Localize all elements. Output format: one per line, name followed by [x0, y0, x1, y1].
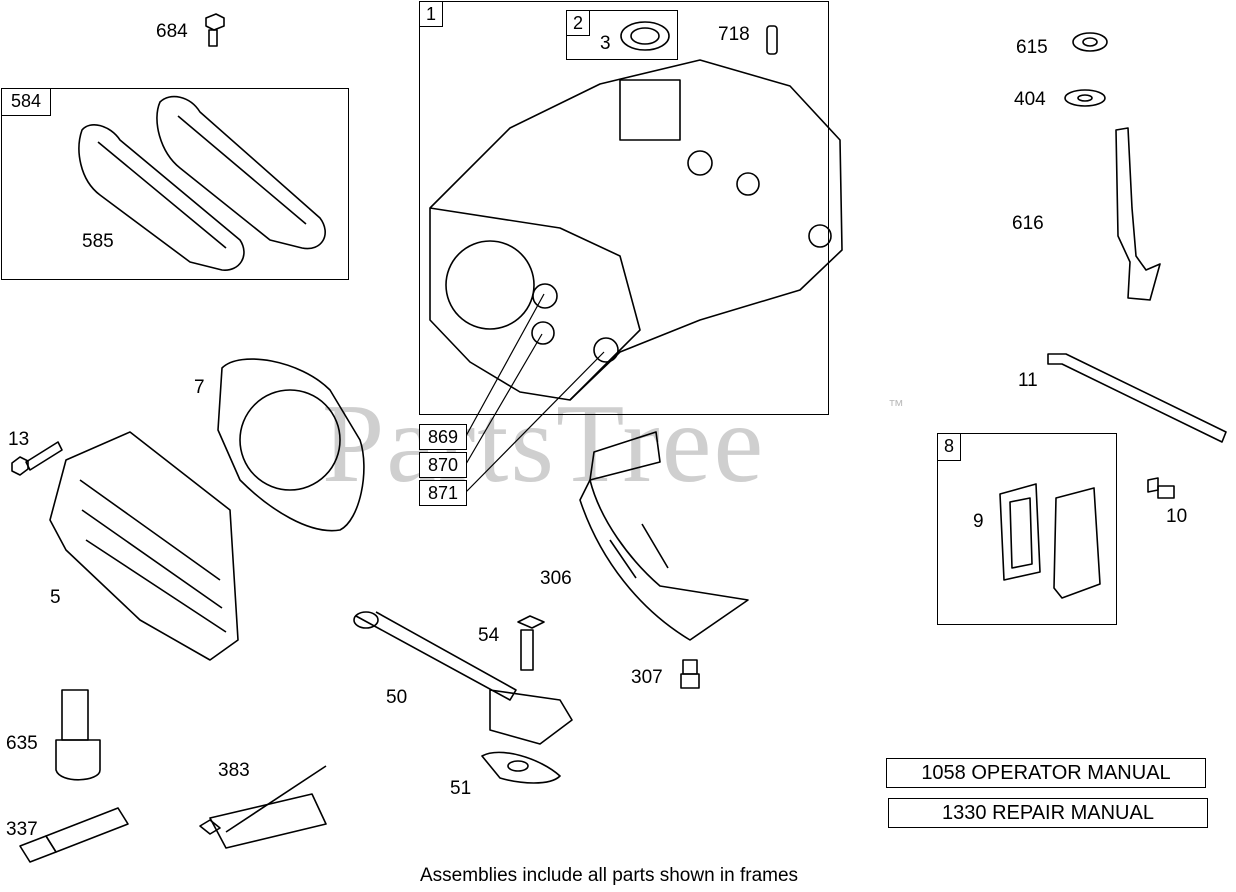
callout-870[interactable]: 870 — [419, 452, 467, 478]
callout-718[interactable]: 718 — [718, 24, 750, 45]
part-383-wrench — [199, 765, 327, 849]
callout-615[interactable]: 615 — [1016, 37, 1048, 58]
frame-gasket-set-id[interactable]: 584 — [1, 88, 51, 116]
callout-7[interactable]: 7 — [194, 377, 205, 398]
callout-635[interactable]: 635 — [6, 733, 38, 754]
callout-51[interactable]: 51 — [450, 778, 472, 799]
part-13-bolt — [11, 441, 63, 476]
part-684-bolt — [205, 13, 225, 47]
callout-585[interactable]: 585 — [82, 231, 114, 252]
watermark-brand: PartsTree — [322, 382, 766, 506]
part-9-gasket — [999, 483, 1041, 581]
callout-50[interactable]: 50 — [386, 687, 408, 708]
frame-gasket-set — [1, 88, 349, 280]
part-337-spark-plug — [19, 807, 129, 863]
callout-3[interactable]: 3 — [600, 33, 611, 54]
repair-manual-box[interactable]: 1330 REPAIR MANUAL — [888, 798, 1208, 828]
callout-616[interactable]: 616 — [1012, 213, 1044, 234]
callout-337[interactable]: 337 — [6, 819, 38, 840]
callout-54[interactable]: 54 — [478, 625, 500, 646]
frame-seal-id[interactable]: 2 — [566, 10, 590, 36]
callout-10[interactable]: 10 — [1166, 506, 1188, 527]
callout-404[interactable]: 404 — [1014, 89, 1046, 110]
part-1-crankcase — [429, 59, 843, 401]
callout-869[interactable]: 869 — [419, 424, 467, 450]
callout-307[interactable]: 307 — [631, 667, 663, 688]
part-11-tube — [1047, 353, 1227, 443]
part-5-cylinder-head — [49, 431, 239, 661]
part-718-pin — [766, 25, 778, 55]
frame-crankcase — [419, 1, 829, 415]
part-10-screw — [1147, 477, 1175, 499]
part-51-gasket — [481, 751, 561, 784]
callout-5[interactable]: 5 — [50, 587, 61, 608]
callout-383[interactable]: 383 — [218, 760, 250, 781]
frame-crankcase-id[interactable]: 1 — [419, 1, 443, 27]
footer-note: Assemblies include all parts shown in fr… — [420, 865, 799, 886]
part-54-screw — [517, 615, 545, 671]
part-616-shaft — [1115, 127, 1161, 301]
part-404-washer — [1064, 89, 1106, 107]
operator-manual-box[interactable]: 1058 OPERATOR MANUAL — [886, 758, 1206, 788]
part-8-breather-cover — [1053, 487, 1101, 599]
part-615-clip — [1072, 32, 1108, 52]
leader-lines — [465, 293, 605, 493]
callout-684[interactable]: 684 — [156, 21, 188, 42]
part-585-gaskets — [78, 95, 326, 271]
callout-11[interactable]: 11 — [1018, 370, 1038, 391]
part-307-screw — [680, 659, 700, 689]
callout-871[interactable]: 871 — [419, 480, 467, 506]
part-635-boot — [55, 689, 101, 781]
callout-306[interactable]: 306 — [540, 568, 572, 589]
frame-breather — [937, 433, 1117, 625]
part-7-head-gasket — [217, 358, 365, 532]
watermark-trademark: ™ — [888, 398, 904, 415]
callout-13[interactable]: 13 — [8, 429, 30, 450]
callout-9[interactable]: 9 — [973, 511, 984, 532]
part-50-tube — [353, 611, 573, 745]
part-3-seal — [620, 21, 670, 51]
part-306-air-guide — [579, 431, 749, 641]
frame-breather-id[interactable]: 8 — [937, 433, 961, 461]
